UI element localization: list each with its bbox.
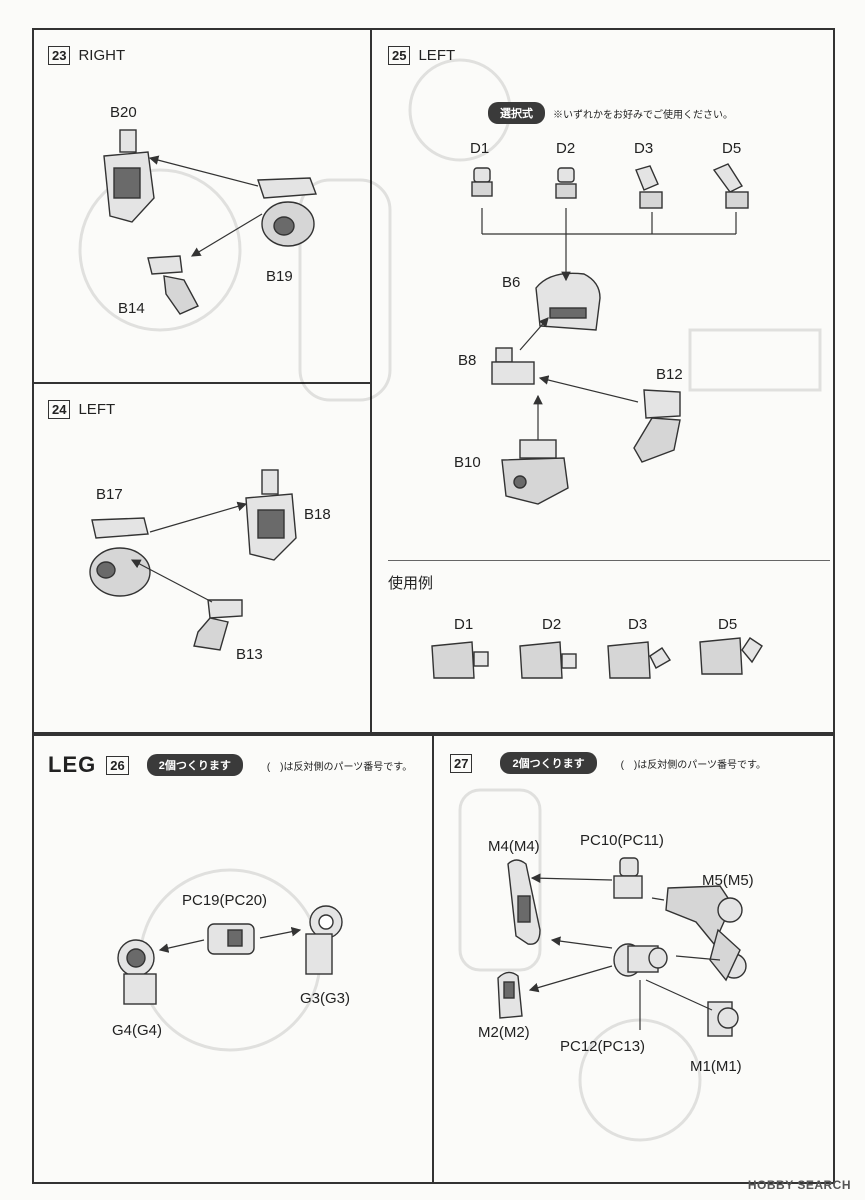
example-label-d3: D3 [628,616,648,633]
examples-title: 使用例 [388,575,434,592]
example-d3-drawing [607,641,671,679]
option-label-d2: D2 [556,140,576,157]
part-label-m1: M1(M1) [690,1058,742,1075]
part-label-b10: B10 [454,454,481,471]
step25-divider [388,560,830,561]
step25-header: 25 LEFT [388,46,455,65]
part-pc10-drawing [613,857,643,899]
part-b10-drawing [501,439,569,505]
part-label-b12: B12 [656,366,683,383]
part-pc12-drawing [613,943,668,977]
step27-header: 27 2個つくります ( )は反対側のパーツ番号です。 [450,752,766,774]
option-d3-drawing [635,165,663,209]
selection-badge: 選択式 [488,102,545,124]
step27-number: 27 [450,753,473,773]
part-label-g4: G4(G4) [112,1022,163,1039]
step26-note: ( )は反対側のパーツ番号です。 [266,761,413,773]
part-b12-drawing [633,389,681,463]
step24-header: 24 LEFT [48,400,115,419]
part-label-m4: M4(M4) [488,838,540,855]
example-label-d1: D1 [454,616,474,633]
top-divider-vertical [370,28,372,734]
part-b19-drawing [257,177,317,247]
step27-note: ( )は反対側のパーツ番号です。 [620,759,767,771]
step25-title: LEFT [418,47,456,64]
selection-note: ※いずれかをお好みでご使用ください。 [553,109,733,121]
part-label-b17: B17 [96,486,123,503]
part-b8-drawing [491,347,535,385]
part-label-b19: B19 [266,268,293,285]
part-label-b8: B8 [458,352,477,369]
top-frame [32,28,835,734]
part-b13-drawing [193,599,243,651]
example-d1-drawing [431,641,489,679]
option-d2-drawing [555,167,577,199]
example-d5-drawing [699,637,763,675]
step25-badge-row: 選択式 ※いずれかをお好みでご使用ください。 [488,102,733,124]
step24-number: 24 [48,400,71,419]
step23-title: RIGHT [78,47,126,64]
part-m5-drawing [665,885,747,982]
part-b17-drawing [89,517,151,597]
part-m4-drawing [507,859,541,945]
part-label-b13: B13 [236,646,263,663]
part-label-pc12: PC12(PC13) [560,1038,646,1055]
part-b6-drawing [535,272,601,331]
option-label-d5: D5 [722,140,742,157]
part-b18-drawing [245,469,297,561]
top-left-divider [32,382,372,384]
part-m1-drawing [707,1001,739,1037]
part-label-b14: B14 [118,300,145,317]
watermark: HOBBY SEARCH [747,1178,851,1192]
step26-badge: 2個つくります [146,754,243,776]
example-label-d2: D2 [542,616,562,633]
option-label-d3: D3 [634,140,654,157]
part-pc19-drawing [207,923,255,955]
part-label-m2: M2(M2) [478,1024,530,1041]
leg-section-title: LEG [48,752,97,777]
part-label-b18: B18 [304,506,331,523]
part-g4-drawing [117,939,157,1005]
example-label-d5: D5 [718,616,738,633]
part-label-b20: B20 [110,104,137,121]
part-m2-drawing [497,971,523,1019]
example-d2-drawing [519,641,577,679]
option-label-d1: D1 [470,140,490,157]
step26-header: LEG 26 2個つくります ( )は反対側のパーツ番号です。 [48,752,412,778]
step24-title: LEFT [78,401,116,418]
part-label-pc19: PC19(PC20) [182,892,268,909]
step23-header: 23 RIGHT [48,46,125,65]
step26-number: 26 [106,755,129,775]
part-label-g3: G3(G3) [300,990,351,1007]
step23-number: 23 [48,46,71,65]
bottom-divider-vertical [432,734,434,1184]
part-label-m5: M5(M5) [702,872,754,889]
option-d1-drawing [471,167,493,197]
part-g3-drawing [305,905,343,975]
step25-number: 25 [388,46,411,65]
part-b14-drawing [147,255,199,315]
part-b20-drawing [103,129,155,223]
option-d5-drawing [712,163,749,209]
part-label-pc10: PC10(PC11) [580,832,664,849]
part-label-b6: B6 [502,274,521,291]
step27-badge: 2個つくります [500,752,597,774]
